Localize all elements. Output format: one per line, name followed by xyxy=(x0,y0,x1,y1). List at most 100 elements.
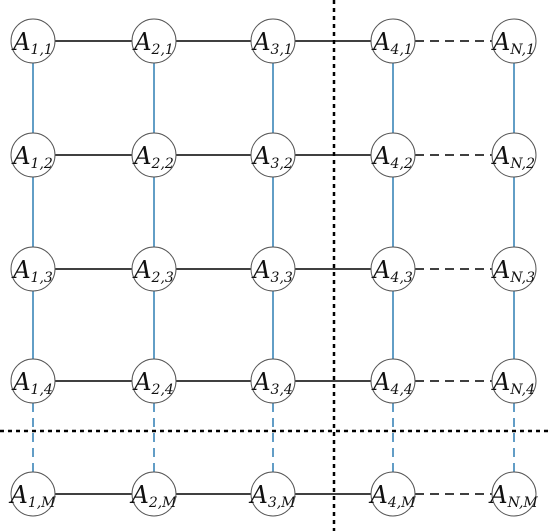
node-symbol: A xyxy=(491,368,510,396)
node-subscript: 3,2 xyxy=(271,156,293,172)
node-subscript: N,2 xyxy=(509,156,535,172)
node-label: AN,M xyxy=(488,481,538,511)
node-label: AN,2 xyxy=(491,142,535,172)
node-label: A4,M xyxy=(368,481,416,511)
node-circle xyxy=(491,358,537,404)
node-label: A3,4 xyxy=(251,368,293,398)
node-subscript: 3,3 xyxy=(271,270,293,286)
node-subscript: 2,1 xyxy=(151,42,174,58)
node-subscript: 1,3 xyxy=(31,270,53,286)
node-subscript: 3,4 xyxy=(271,382,293,398)
node-label: A2,3 xyxy=(132,256,174,286)
node-circle xyxy=(370,358,416,404)
node-subscript: N,1 xyxy=(509,42,535,58)
node-circle xyxy=(491,132,537,178)
node-subscript: N,3 xyxy=(509,270,535,286)
node-symbol: A xyxy=(371,368,390,396)
node-symbol: A xyxy=(11,28,30,56)
node-symbol: A xyxy=(129,481,148,509)
node-subscript: 4,M xyxy=(387,495,416,511)
node-symbol: A xyxy=(368,481,387,509)
node-circle xyxy=(250,246,296,292)
node-symbol: A xyxy=(371,142,390,170)
node-symbol: A xyxy=(132,28,151,56)
node-symbol: A xyxy=(132,368,151,396)
node-label: A4,4 xyxy=(371,368,413,398)
node-circle xyxy=(250,18,296,64)
node-subscript: 3,1 xyxy=(271,42,293,58)
node-symbol: A xyxy=(248,481,267,509)
node-circle xyxy=(10,246,56,292)
node-label: A1,4 xyxy=(11,368,53,398)
node-circle xyxy=(131,132,177,178)
node-symbol: A xyxy=(251,142,270,170)
node-circle xyxy=(491,18,537,64)
node-label: AN,1 xyxy=(491,28,535,58)
node-label: A3,2 xyxy=(251,142,293,172)
node-subscript: 4,4 xyxy=(390,382,413,398)
node-symbol: A xyxy=(132,142,151,170)
node-label: A1,2 xyxy=(11,142,53,172)
node-circle xyxy=(491,471,537,517)
node-circle xyxy=(370,471,416,517)
node-circle xyxy=(10,358,56,404)
node-label: A4,2 xyxy=(371,142,413,172)
node-symbol: A xyxy=(371,28,390,56)
node-subscript: 1,4 xyxy=(31,382,53,398)
node-label: A2,2 xyxy=(132,142,174,172)
node-subscript: 4,1 xyxy=(390,42,413,58)
node-subscript: 2,4 xyxy=(151,382,174,398)
node-circle xyxy=(10,18,56,64)
node-label: AN,4 xyxy=(491,368,535,398)
node-circle xyxy=(370,246,416,292)
node-circle xyxy=(250,471,296,517)
node-label: A2,4 xyxy=(132,368,174,398)
node-circle xyxy=(370,18,416,64)
node-circle xyxy=(10,132,56,178)
node-symbol: A xyxy=(11,256,30,284)
node-symbol: A xyxy=(488,481,507,509)
node-label: A4,1 xyxy=(371,28,413,58)
node-circle xyxy=(370,132,416,178)
node-circle xyxy=(250,132,296,178)
node-circle xyxy=(491,246,537,292)
node-label: A1,3 xyxy=(11,256,53,286)
node-label: A3,3 xyxy=(251,256,293,286)
node-subscript: 2,3 xyxy=(151,270,174,286)
node-symbol: A xyxy=(491,28,510,56)
node-circle xyxy=(10,471,56,517)
node-subscript: 4,3 xyxy=(390,270,413,286)
node-subscript: 3,M xyxy=(268,495,296,511)
node-label: A4,3 xyxy=(371,256,413,286)
node-label: A3,M xyxy=(248,481,296,511)
node-subscript: 4,2 xyxy=(390,156,413,172)
node-symbol: A xyxy=(11,142,30,170)
node-circle xyxy=(131,246,177,292)
node-label: A2,M xyxy=(129,481,177,511)
node-subscript: 2,2 xyxy=(151,156,174,172)
node-subscript: 1,2 xyxy=(31,156,53,172)
node-symbol: A xyxy=(132,256,151,284)
node-symbol: A xyxy=(251,368,270,396)
node-label: A3,1 xyxy=(251,28,293,58)
node-symbol: A xyxy=(11,368,30,396)
node-symbol: A xyxy=(8,481,27,509)
node-subscript: N,M xyxy=(507,495,539,511)
node-circle xyxy=(131,18,177,64)
node-label: A1,M xyxy=(8,481,56,511)
node-subscript: 1,1 xyxy=(31,42,53,58)
node-symbol: A xyxy=(251,256,270,284)
node-symbol: A xyxy=(251,28,270,56)
node-symbol: A xyxy=(371,256,390,284)
node-symbol: A xyxy=(491,256,510,284)
node-subscript: N,4 xyxy=(509,382,535,398)
node-circle xyxy=(131,358,177,404)
node-symbol: A xyxy=(491,142,510,170)
node-subscript: 1,M xyxy=(28,495,56,511)
node-label: AN,3 xyxy=(491,256,535,286)
node-circle xyxy=(250,358,296,404)
node-subscript: 2,M xyxy=(148,495,177,511)
node-circle xyxy=(131,471,177,517)
node-label: A2,1 xyxy=(132,28,174,58)
